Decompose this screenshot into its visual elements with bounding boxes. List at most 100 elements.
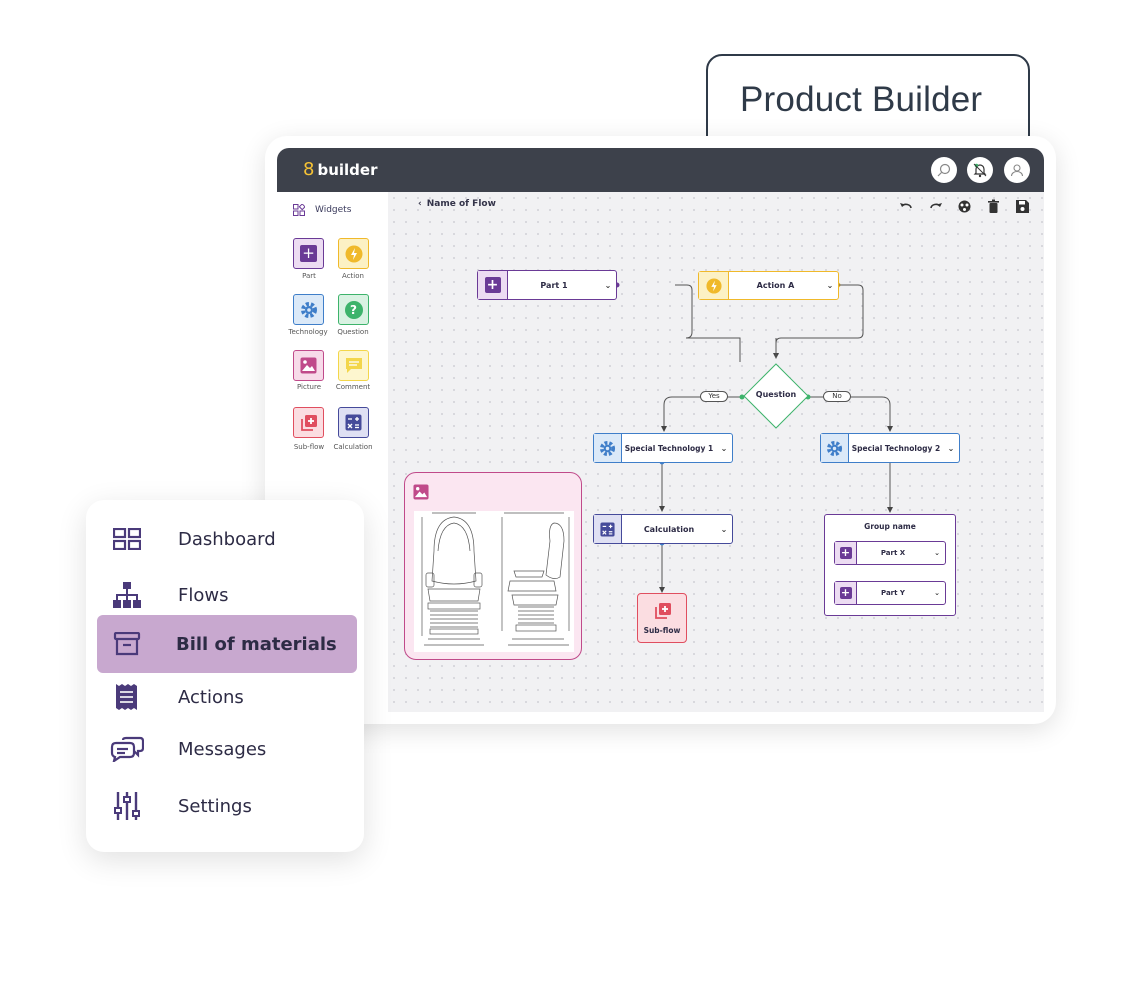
seat-drawing xyxy=(414,511,574,652)
save-icon[interactable] xyxy=(1015,199,1030,214)
question-icon: ? xyxy=(344,300,363,319)
widget-action-label: Action xyxy=(342,272,364,280)
trash-icon[interactable] xyxy=(986,199,1001,214)
node-question[interactable]: Question xyxy=(743,363,809,429)
messages-icon xyxy=(110,736,144,762)
widget-technology[interactable] xyxy=(293,294,324,325)
node-group[interactable]: Group name + Part X ⌄ + Part Y ⌄ xyxy=(824,514,956,616)
node-calculation[interactable]: Calculation ⌄ xyxy=(593,514,733,544)
redo-icon[interactable] xyxy=(928,199,943,214)
chevron-down-icon[interactable]: ⌄ xyxy=(720,443,728,453)
widgets-header: Widgets xyxy=(293,204,351,216)
widget-part[interactable]: + xyxy=(293,238,324,269)
gear-icon xyxy=(300,301,317,318)
widget-calculation-label: Calculation xyxy=(333,443,373,451)
node-part-x[interactable]: + Part X ⌄ xyxy=(834,541,946,565)
widget-question[interactable]: ? xyxy=(338,294,369,325)
widget-picture-label: Picture xyxy=(296,383,322,391)
nav-label-dashboard: Dashboard xyxy=(178,528,276,550)
widget-question-label: Question xyxy=(337,328,369,336)
node-tech-2-label: Special Technology 2 xyxy=(851,443,941,453)
widget-comment-label: Comment xyxy=(335,383,371,391)
chevron-down-icon[interactable]: ⌄ xyxy=(826,281,834,290)
image-icon xyxy=(300,357,317,374)
plus-icon: + xyxy=(484,277,501,293)
widgets-label: Widgets xyxy=(315,205,352,215)
canvas-toolbar xyxy=(899,199,1030,214)
subflow-icon xyxy=(655,603,671,619)
product-builder-title: Product Builder xyxy=(740,80,983,119)
node-subflow-label: Sub-flow xyxy=(643,626,681,635)
share-icon[interactable] xyxy=(957,199,972,214)
gear-icon xyxy=(599,440,616,456)
node-action-a-label: Action A xyxy=(756,281,795,290)
group-name-label: Group name xyxy=(864,522,916,531)
chevron-down-icon[interactable]: ⌄ xyxy=(604,280,612,290)
node-part-y[interactable]: + Part Y ⌄ xyxy=(834,581,946,605)
node-question-label: Question xyxy=(755,390,797,399)
plus-icon: + xyxy=(300,245,317,262)
image-icon xyxy=(413,484,429,500)
node-calculation-label: Calculation xyxy=(643,524,695,534)
node-tech-1-label: Special Technology 1 xyxy=(624,443,714,453)
bell-icon[interactable] xyxy=(967,157,993,183)
node-special-technology-2[interactable]: Special Technology 2 ⌄ xyxy=(820,433,960,463)
no-branch-label: No xyxy=(823,391,851,402)
flows-icon xyxy=(113,582,141,608)
widget-picture[interactable] xyxy=(293,350,324,381)
widget-technology-label: Technology xyxy=(288,328,328,336)
user-icon[interactable] xyxy=(1004,157,1030,183)
nav-item-bill-of-materials[interactable]: Bill of materials xyxy=(97,615,357,673)
picture-card[interactable] xyxy=(404,472,582,660)
nav-label-bill-of-materials: Bill of materials xyxy=(176,633,337,655)
chevron-down-icon[interactable]: ⌄ xyxy=(934,589,940,597)
widget-subflow[interactable] xyxy=(293,407,324,438)
chevron-down-icon[interactable]: ⌄ xyxy=(720,524,728,534)
widget-calculation[interactable] xyxy=(338,407,369,438)
chevron-down-icon[interactable]: ⌄ xyxy=(947,443,955,453)
search-icon[interactable] xyxy=(931,157,957,183)
comment-icon xyxy=(345,358,362,373)
plus-icon: + xyxy=(839,586,852,599)
plus-icon: + xyxy=(839,546,852,559)
nav-item-settings[interactable]: Settings xyxy=(97,777,357,835)
chevron-down-icon[interactable]: ⌄ xyxy=(934,549,940,557)
chevron-left-icon[interactable]: ‹ xyxy=(418,199,422,209)
gear-icon xyxy=(826,440,843,456)
widgets-icon xyxy=(293,204,305,216)
nav-item-dashboard[interactable]: Dashboard xyxy=(97,510,357,568)
sliders-icon xyxy=(114,792,140,820)
undo-icon[interactable] xyxy=(899,199,914,214)
yes-branch-label: Yes xyxy=(700,391,728,402)
flow-title[interactable]: ‹Name of Flow xyxy=(418,199,496,209)
nav-label-flows: Flows xyxy=(178,584,229,606)
node-part-x-label: Part X xyxy=(880,549,906,557)
lightning-icon xyxy=(345,245,362,262)
widget-action[interactable] xyxy=(338,238,369,269)
nav-item-actions[interactable]: Actions xyxy=(97,668,357,726)
node-part-1[interactable]: + Part 1 ⌄ xyxy=(477,270,617,300)
widget-comment[interactable] xyxy=(338,350,369,381)
node-part-1-label: Part 1 xyxy=(540,280,568,290)
calculator-icon xyxy=(600,521,615,537)
flow-canvas[interactable]: ‹Name of Flow xyxy=(388,192,1044,712)
widget-subflow-label: Sub-flow xyxy=(293,443,325,451)
node-special-technology-1[interactable]: Special Technology 1 ⌄ xyxy=(593,433,733,463)
node-part-y-label: Part Y xyxy=(881,589,905,597)
receipt-icon xyxy=(116,684,137,710)
nav-item-flows[interactable]: Flows xyxy=(97,566,357,624)
dashboard-icon xyxy=(113,528,141,550)
node-action-a[interactable]: Action A ⌄ xyxy=(698,271,839,300)
nav-item-messages[interactable]: Messages xyxy=(97,720,357,778)
lightning-icon xyxy=(705,277,722,294)
navigation-menu: Dashboard Flows Bill of materials Action… xyxy=(86,500,364,852)
calculator-icon xyxy=(345,414,362,431)
subflow-icon xyxy=(300,414,317,431)
diamond-shape xyxy=(743,363,809,429)
node-subflow[interactable]: Sub-flow xyxy=(637,593,687,643)
widget-part-label: Part xyxy=(302,272,316,280)
nav-label-settings: Settings xyxy=(178,795,252,817)
